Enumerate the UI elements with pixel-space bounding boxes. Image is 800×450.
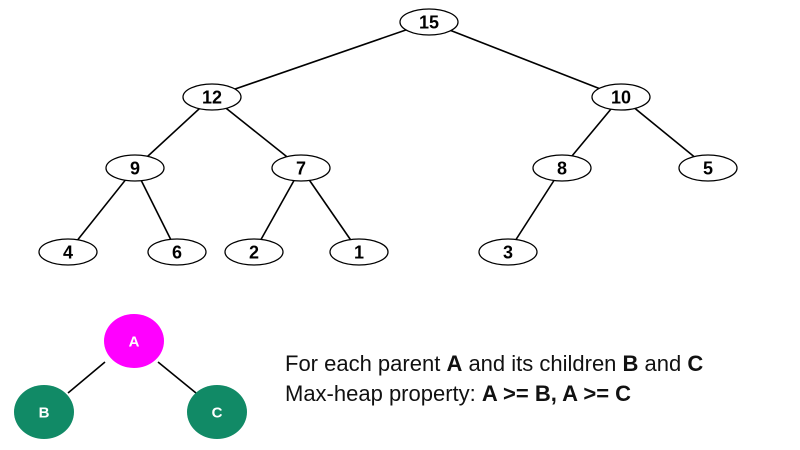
caption-child-c: C — [687, 351, 704, 376]
heap-node-12: 12 — [182, 83, 242, 111]
edge-9-6 — [134, 167, 178, 253]
edge-15-12 — [211, 21, 430, 98]
caption-child-b: B — [622, 351, 639, 376]
legend-diagram: A B C — [14, 314, 247, 439]
caption-line1-and: and — [638, 351, 688, 376]
heap-node-2: 2 — [224, 238, 284, 266]
heap-node-shape — [399, 8, 459, 36]
heap-property-caption: For each parent A and its children B and… — [285, 349, 703, 409]
tree-edges — [67, 21, 709, 253]
heap-node-9: 9 — [105, 154, 165, 182]
heap-node-3: 3 — [478, 238, 538, 266]
heap-node-label: 7 — [296, 159, 306, 179]
legend-node-b-shape — [14, 385, 74, 439]
heap-node-label: 4 — [63, 243, 73, 263]
heap-node-6: 6 — [147, 238, 207, 266]
heap-node-shape — [591, 83, 651, 111]
heap-node-7: 7 — [271, 154, 331, 182]
heap-node-shape — [147, 238, 207, 266]
legend-edge-a-b — [67, 361, 106, 394]
caption-line1-prefix: For each parent — [285, 351, 447, 376]
edge-8-3 — [507, 167, 563, 253]
edge-7-1 — [300, 167, 360, 253]
legend-node-b-label: B — [39, 405, 50, 422]
heap-node-10: 10 — [591, 83, 651, 111]
caption-heap-rule: A >= B, A >= C — [481, 381, 632, 406]
heap-node-label: 6 — [172, 243, 182, 263]
heap-node-shape — [532, 154, 592, 182]
heap-node-label: 15 — [419, 13, 439, 33]
legend-node-a-label: A — [129, 334, 140, 351]
heap-node-shape — [38, 238, 98, 266]
caption-parent-a: A — [446, 351, 463, 376]
legend-node-c: C — [187, 385, 247, 439]
legend-node-c-shape — [187, 385, 247, 439]
caption-line-2: Max-heap property: A >= B, A >= C — [285, 379, 703, 409]
heap-node-shape — [678, 154, 738, 182]
legend-node-a: A — [104, 314, 164, 368]
heap-node-shape — [182, 83, 242, 111]
heap-node-shape — [271, 154, 331, 182]
legend-node-b: B — [14, 385, 74, 439]
caption-line-1: For each parent A and its children B and… — [285, 349, 703, 379]
edge-9-4 — [67, 167, 136, 253]
heap-node-label: 5 — [703, 159, 713, 179]
heap-node-label: 2 — [249, 243, 259, 263]
legend-node-c-label: C — [212, 405, 223, 422]
heap-node-label: 8 — [557, 159, 567, 179]
heap-node-shape — [224, 238, 284, 266]
heap-node-1: 1 — [329, 238, 389, 266]
legend-node-a-shape — [104, 314, 164, 368]
heap-node-label: 3 — [503, 243, 513, 263]
edge-15-10 — [428, 21, 622, 98]
heap-node-label: 9 — [130, 159, 140, 179]
heap-node-shape — [329, 238, 389, 266]
caption-line1-mid: and its children — [462, 351, 623, 376]
heap-node-shape — [478, 238, 538, 266]
tree-nodes: 15 12 10 9 7 8 5 4 6 2 1 3 — [38, 8, 738, 266]
heap-node-label: 1 — [354, 243, 364, 263]
heap-node-5: 5 — [678, 154, 738, 182]
heap-node-label: 10 — [611, 88, 631, 108]
heap-node-label: 12 — [202, 88, 222, 108]
legend-edge-a-c — [157, 361, 197, 394]
heap-node-4: 4 — [38, 238, 98, 266]
edge-7-2 — [253, 167, 302, 253]
heap-node-shape — [105, 154, 165, 182]
caption-line2-prefix: Max-heap property: — [285, 381, 482, 406]
heap-node-8: 8 — [532, 154, 592, 182]
heap-node-15: 15 — [399, 8, 459, 36]
